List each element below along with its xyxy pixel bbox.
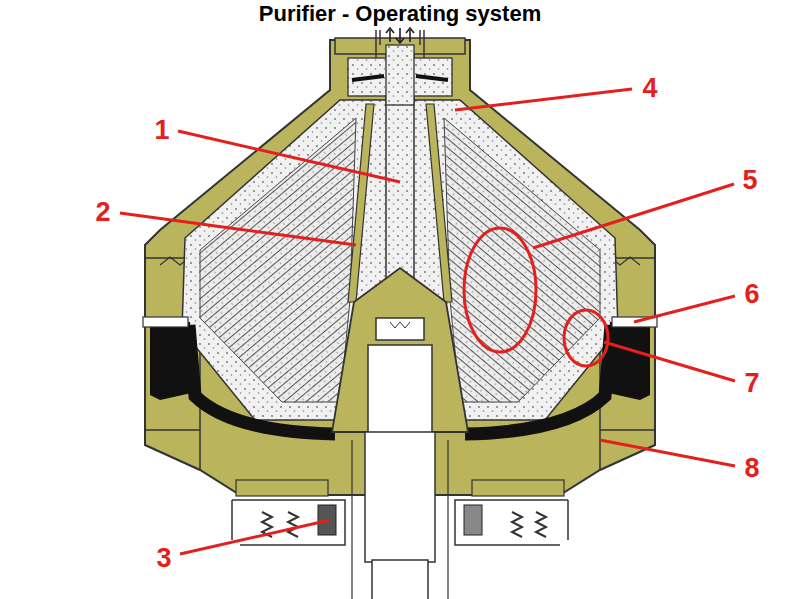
distributor-wall: [426, 104, 452, 302]
disc-stack: [200, 118, 356, 402]
disc-stack: [444, 118, 600, 402]
leader-line: [533, 184, 734, 248]
spindle-nut: [390, 322, 410, 328]
callout-number: 8: [744, 455, 759, 482]
callout-number: 2: [95, 199, 110, 226]
bowl-shell: [145, 40, 655, 495]
spindle-lines: [352, 440, 448, 599]
leader-lines: [120, 89, 735, 554]
flow-arrow: [406, 28, 414, 42]
callout-number: 1: [154, 117, 169, 144]
distributor-wall: [348, 104, 374, 302]
leader-line: [120, 213, 356, 245]
water-channel: [143, 317, 188, 327]
spindle: [365, 432, 435, 562]
flow-arrow: [396, 28, 404, 43]
callout-number: 5: [742, 167, 757, 194]
diagram-title: Purifier - Operating system: [259, 1, 541, 27]
inlet-tube: [386, 45, 414, 300]
leader-line: [178, 131, 400, 182]
spindle-shaft: [372, 560, 428, 599]
callout-number: 6: [744, 281, 759, 308]
base-frame: [232, 500, 568, 545]
highlight-ellipse: [464, 228, 536, 352]
leader-line: [604, 342, 735, 381]
spindle-top: [376, 318, 424, 340]
sliding-bottom: [472, 480, 564, 496]
bowl-hub: [332, 268, 468, 432]
leader-line: [600, 440, 735, 466]
paring-disc: [352, 76, 448, 80]
leader-line: [634, 296, 735, 322]
spindle-head: [368, 345, 432, 433]
leader-line: [455, 89, 632, 110]
callout-number: 7: [744, 370, 759, 397]
flow-arrow: [386, 28, 394, 42]
callout-number: 3: [156, 545, 171, 572]
sliding-bottom: [236, 480, 328, 496]
tube-wall: [386, 45, 414, 105]
highlight-ellipse: [564, 310, 608, 366]
callout-number: 4: [642, 75, 657, 102]
spring: [512, 512, 546, 537]
water-valve: [464, 505, 482, 535]
leader-line: [180, 520, 330, 554]
